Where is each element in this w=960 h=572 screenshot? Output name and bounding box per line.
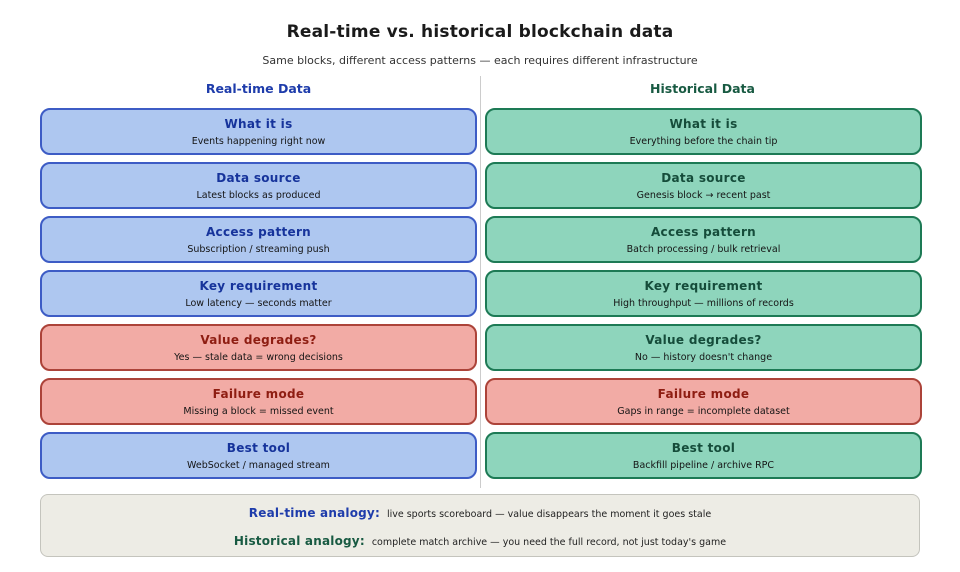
card-historical-data-source: Data source Genesis block → recent past: [485, 162, 922, 209]
card-title: Data source: [661, 171, 746, 185]
card-desc: Genesis block → recent past: [636, 190, 771, 202]
card-realtime-key-requirement: Key requirement Low latency — seconds ma…: [40, 270, 477, 317]
card-title: What it is: [669, 117, 738, 131]
page-title: Real-time vs. historical blockchain data: [286, 22, 674, 42]
card-historical-access-pattern: Access pattern Batch processing / bulk r…: [485, 216, 922, 263]
card-historical-what-it-is: What it is Everything before the chain t…: [485, 108, 922, 155]
card-realtime-what-it-is: What it is Events happening right now: [40, 108, 477, 155]
column-header-historical: Historical Data: [650, 81, 755, 96]
page-subtitle: Same blocks, different access patterns —…: [262, 54, 698, 67]
card-title: Value degrades?: [200, 333, 317, 347]
card-desc: Subscription / streaming push: [187, 244, 330, 256]
card-desc: Gaps in range = incomplete dataset: [617, 406, 790, 418]
card-desc: Events happening right now: [191, 136, 326, 148]
analogy-line-historical: Historical analogy: complete match archiv…: [234, 530, 726, 549]
analogy-label: Historical analogy:: [233, 534, 365, 548]
card-title: Access pattern: [205, 225, 312, 239]
card-desc: Batch processing / bulk retrieval: [626, 244, 781, 256]
card-realtime-failure-mode: Failure mode Missing a block = missed ev…: [40, 378, 477, 425]
card-realtime-access-pattern: Access pattern Subscription / streaming …: [40, 216, 477, 263]
card-realtime-data-source: Data source Latest blocks as produced: [40, 162, 477, 209]
card-desc: No — history doesn't change: [634, 352, 773, 364]
card-realtime-value-degrades: Value degrades? Yes — stale data = wrong…: [40, 324, 477, 371]
card-desc: Yes — stale data = wrong decisions: [174, 352, 343, 364]
card-desc: High throughput — millions of records: [613, 298, 794, 310]
card-desc: Low latency — seconds matter: [185, 298, 332, 310]
card-title: Failure mode: [657, 387, 750, 401]
analogy-label: Real-time analogy:: [248, 506, 380, 520]
card-title: Best tool: [226, 441, 291, 455]
card-desc: WebSocket / managed stream: [187, 460, 330, 472]
comparison-grid: What it is Events happening right now Wh…: [40, 108, 922, 479]
card-historical-key-requirement: Key requirement High throughput — millio…: [485, 270, 922, 317]
card-desc: Everything before the chain tip: [629, 136, 778, 148]
card-title: Access pattern: [650, 225, 757, 239]
card-title: Key requirement: [199, 279, 318, 293]
card-desc: Missing a block = missed event: [183, 406, 334, 418]
card-historical-value-degrades: Value degrades? No — history doesn't cha…: [485, 324, 922, 371]
analogy-box: Real-time analogy: live sports scoreboard…: [40, 494, 920, 557]
card-title: Data source: [216, 171, 301, 185]
card-desc: Backfill pipeline / archive RPC: [632, 460, 775, 472]
card-title: What it is: [224, 117, 293, 131]
card-historical-failure-mode: Failure mode Gaps in range = incomplete …: [485, 378, 922, 425]
card-title: Failure mode: [212, 387, 305, 401]
card-desc: Latest blocks as produced: [196, 190, 321, 202]
column-header-realtime: Real-time Data: [205, 81, 312, 96]
column-divider-line: [480, 76, 481, 488]
card-historical-best-tool: Best tool Backfill pipeline / archive RP…: [485, 432, 922, 479]
analogy-text: complete match archive — you need the fu…: [371, 537, 727, 548]
analogy-line-realtime: Real-time analogy: live sports scoreboard…: [249, 502, 711, 521]
card-title: Value degrades?: [645, 333, 762, 347]
card-title: Key requirement: [644, 279, 763, 293]
analogy-text: live sports scoreboard — value disappear…: [386, 509, 712, 520]
card-title: Best tool: [671, 441, 736, 455]
card-realtime-best-tool: Best tool WebSocket / managed stream: [40, 432, 477, 479]
